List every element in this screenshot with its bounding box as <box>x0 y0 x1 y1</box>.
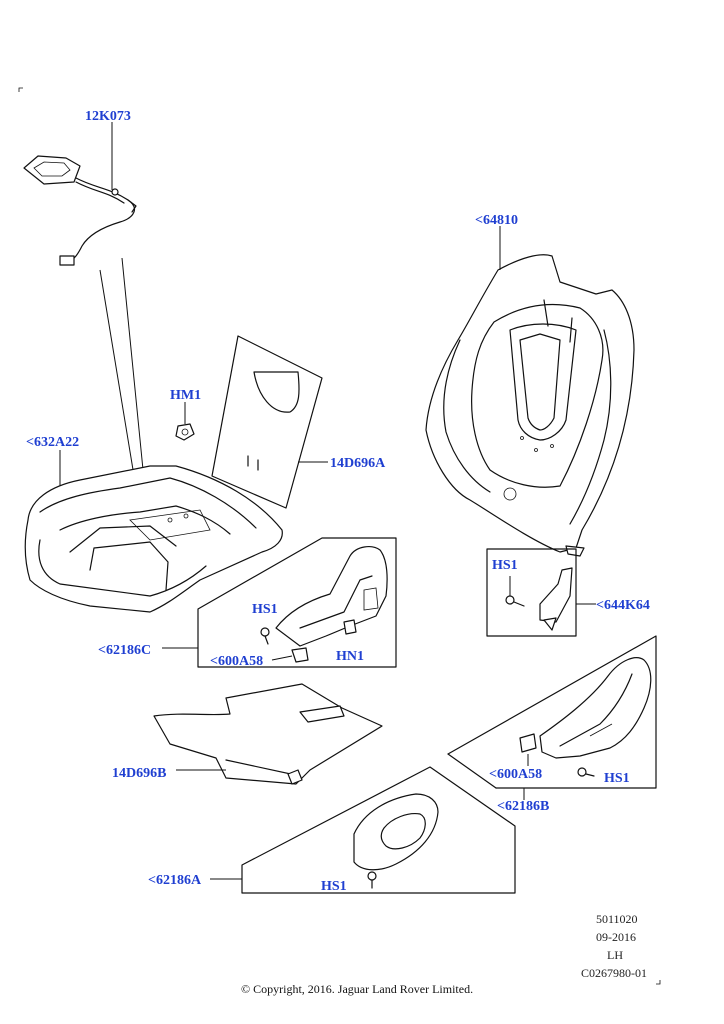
corner-mark <box>656 980 661 985</box>
corner-mark <box>18 87 23 92</box>
seat-back-foam-drawing[interactable] <box>425 254 635 557</box>
label-back-foam[interactable]: <64810 <box>475 213 518 228</box>
meta-side: LH <box>607 948 623 962</box>
leader-line <box>121 257 147 501</box>
bracket-600a58-b-drawing[interactable] <box>519 733 537 753</box>
label-bracket-a[interactable]: <600A58 <box>210 654 263 669</box>
valance-side-drawing[interactable] <box>539 657 652 759</box>
label-heater-mat-seat[interactable]: 14D696A <box>330 456 386 471</box>
seat-cushion-drawing[interactable] <box>24 465 283 613</box>
leader-bracket-a <box>271 655 293 661</box>
valance-front-group-box <box>197 537 397 668</box>
screw-hs1-b-drawing[interactable] <box>505 595 525 607</box>
meta-ref: C0267980-01 <box>581 966 647 980</box>
valance-front-drawing[interactable] <box>275 546 388 647</box>
label-valance-side[interactable]: <62186B <box>497 799 549 814</box>
screw-hs1-d-drawing[interactable] <box>367 871 377 889</box>
label-valance-rear[interactable]: <62186A <box>148 873 202 888</box>
valance-rear-group-box <box>241 766 516 894</box>
leader-line <box>99 269 139 501</box>
heater-mat-seat-drawing[interactable] <box>211 335 323 509</box>
label-lever-trim[interactable]: <644K64 <box>596 598 650 613</box>
copyright-text: © Copyright, 2016. Jaguar Land Rover Lim… <box>241 982 473 996</box>
nut-hn1-drawing[interactable] <box>343 619 357 635</box>
clip-hm1-drawing[interactable] <box>175 423 195 441</box>
label-nut-hn1[interactable]: HN1 <box>336 649 364 664</box>
label-bracket-b[interactable]: <600A58 <box>489 767 542 782</box>
label-screw-hs1-a[interactable]: HS1 <box>252 602 278 617</box>
label-screw-hs1-b[interactable]: HS1 <box>492 558 518 573</box>
bracket-600a58-a-drawing[interactable] <box>291 647 309 663</box>
lever-trim-box <box>486 548 577 637</box>
lever-trim-drawing[interactable] <box>539 567 573 631</box>
label-valance-front[interactable]: <62186C <box>98 643 151 658</box>
screw-hs1-c-drawing[interactable] <box>577 767 595 777</box>
valance-side-group-box <box>447 635 657 789</box>
label-clip[interactable]: HM1 <box>170 388 201 403</box>
meta-code: 5011020 <box>596 912 638 926</box>
valance-rear-drawing[interactable] <box>353 793 439 871</box>
label-harness[interactable]: 12K073 <box>85 109 131 124</box>
screw-hs1-a-drawing[interactable] <box>260 627 270 645</box>
wiring-harness-drawing[interactable] <box>23 155 137 266</box>
heater-mat-back-drawing[interactable] <box>153 683 383 785</box>
label-screw-hs1-d[interactable]: HS1 <box>321 879 347 894</box>
label-heater-mat-back[interactable]: 14D696B <box>112 766 166 781</box>
meta-date: 09-2016 <box>596 930 636 944</box>
label-screw-hs1-c[interactable]: HS1 <box>604 771 630 786</box>
label-cushion[interactable]: <632A22 <box>26 435 79 450</box>
